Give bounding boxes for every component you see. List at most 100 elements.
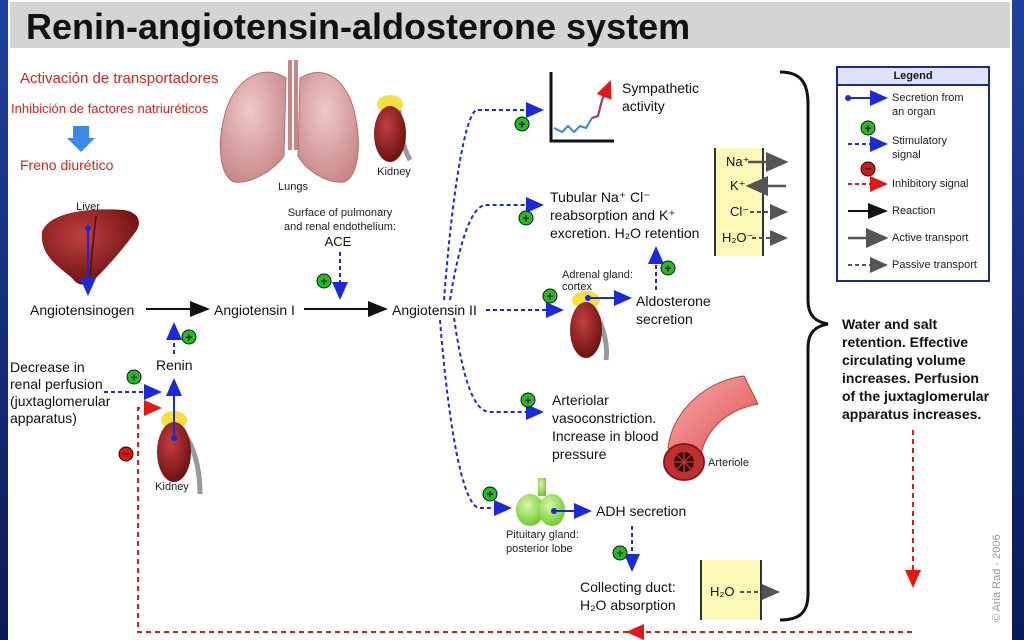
outcome-bracket [779, 70, 829, 622]
angiotensin-i-label: Angiotensin I [214, 302, 295, 318]
lungs-label: Lungs [278, 181, 308, 193]
svg-text:+: + [130, 371, 137, 385]
angiotensinogen-label: Angiotensinogen [30, 302, 134, 318]
legend-title: Legend [838, 68, 988, 86]
pituitary-secretion-origin [551, 508, 557, 514]
signal-to-pituitary [439, 319, 512, 516]
renin-label: Renin [156, 357, 193, 373]
legend-box: Legend + − Secretion from an organ Stimu… [836, 66, 990, 282]
trigger-line1: Decrease in [10, 359, 85, 375]
liver-illustration [41, 209, 139, 285]
adh-label: ADH secretion [596, 503, 686, 519]
arteriolar-line1: Arteriolar [552, 392, 609, 408]
kidney-bottom-label: Kidney [155, 481, 189, 493]
liver-secretion-origin [85, 225, 91, 231]
aldosterone-line1: Aldosterone [636, 293, 711, 309]
note-natriuretic: Inhibición de factores natriuréticos [11, 101, 209, 116]
copyright-text: © Aria Rad - 2006 [991, 534, 1003, 622]
sympathetic-graph-icon [549, 72, 614, 143]
trigger-line2: renal perfusion [10, 376, 103, 392]
page-title: Renin-angiotensin-aldosterone system [26, 6, 691, 47]
collecting-line1: Collecting duct: [580, 579, 676, 595]
arteriole-label: Arteriole [708, 457, 749, 469]
arteriolar-line4: pressure [552, 446, 607, 462]
pituitary-illustration [516, 478, 565, 526]
adrenal-secretion-origin [585, 295, 591, 301]
outcome-line1: Water and salt [842, 316, 938, 332]
feedback-return-arrow [137, 400, 628, 633]
trigger-line3: (juxtaglomerular [10, 393, 111, 409]
down-arrow-icon [67, 126, 95, 152]
legend-stimulatory-line2: signal [892, 149, 921, 161]
ace-note-line2: and renal endothelium: [284, 221, 396, 233]
stimulatory-icon: + [126, 369, 142, 385]
stimulatory-icon: + [660, 260, 676, 276]
kidney-secretion-origin [171, 435, 177, 441]
adrenal-label-line2: cortex [562, 281, 592, 293]
sympathetic-line2: activity [622, 98, 665, 114]
arteriole-illustration [663, 375, 759, 481]
outcome-line2: retention. Effective [842, 334, 968, 350]
svg-text:−: − [864, 161, 872, 176]
kidney-top-label: Kidney [377, 166, 411, 178]
adrenal-kidney-illustration [570, 291, 609, 361]
note-diuretic-brake: Freno diurético [20, 157, 114, 173]
legend-symbols: + − [845, 90, 889, 273]
title-bar: Renin-angiotensin-aldosterone system [10, 2, 1010, 48]
outcome-line3: circulating volume [842, 352, 966, 368]
trigger-line4: apparatus) [10, 410, 77, 426]
legend-inhibitory-icon: − [860, 161, 876, 177]
pituitary-label-line2: posterior lobe [506, 543, 573, 555]
sympathetic-line1: Sympathetic [622, 80, 699, 96]
left-frame-border [0, 0, 8, 640]
legend-reaction-label: Reaction [892, 205, 936, 217]
outcome-line6: apparatus increases. [842, 406, 981, 422]
stimulatory-icon: + [316, 273, 332, 289]
svg-text:+: + [616, 547, 623, 561]
note-transporters: Activación de transportadores [20, 70, 219, 87]
outcome-line5: of the juxtaglomerular [842, 388, 990, 404]
legend-stimulatory-line1: Stimulatory [892, 135, 948, 147]
svg-text:+: + [864, 122, 871, 136]
ace-note-line1: Surface of pulmonary [288, 207, 393, 219]
inhibitory-icon: − [118, 446, 134, 462]
aldosterone-line2: secretion [636, 311, 693, 327]
pituitary-label-line1: Pituitary gland: [506, 529, 579, 541]
signal-to-tubular [449, 197, 544, 301]
legend-passive-label: Passive transport [892, 259, 977, 271]
adrenal-label-line1: Adrenal gland: [562, 269, 633, 281]
outcome-line4: increases. Perfusion [842, 370, 979, 386]
tubular-ion-box [714, 148, 764, 256]
svg-text:+: + [320, 275, 327, 289]
legend-secretion-line2: an organ [892, 106, 936, 118]
tubular-line2: reabsorption and K⁺ [550, 207, 676, 223]
tubular-line3: excretion. H₂O retention [550, 225, 699, 241]
stimulatory-icon: + [612, 545, 628, 561]
stimulatory-icon: + [518, 210, 534, 226]
arteriolar-line3: Increase in blood [552, 428, 659, 444]
kidney-top-illustration [374, 95, 413, 162]
svg-text:+: + [664, 262, 671, 276]
tubular-line1: Tubular Na⁺ Cl⁻ [550, 189, 651, 205]
signal-to-sympathetic [443, 102, 544, 301]
stimulatory-icon: + [542, 288, 558, 304]
collecting-line2: H₂O absorption [580, 597, 676, 613]
ace-label: ACE [325, 234, 352, 249]
liver-label: Liver [76, 201, 100, 213]
legend-stimulatory-icon: + [860, 120, 876, 136]
svg-text:+: + [522, 212, 529, 226]
stimulatory-icon: + [520, 392, 536, 408]
legend-active-label: Active transport [892, 232, 969, 244]
collecting-water-box [700, 560, 762, 620]
svg-text:+: + [518, 118, 525, 132]
svg-text:+: + [546, 290, 553, 304]
svg-text:+: + [185, 331, 192, 345]
svg-text:+: + [524, 394, 531, 408]
arteriolar-line2: vasoconstriction. [552, 410, 656, 426]
signal-to-arteriole [453, 317, 544, 420]
lungs-illustration [219, 60, 359, 183]
legend-secretion-line1: Secretion from [892, 92, 964, 104]
stimulatory-icon: + [181, 329, 197, 345]
